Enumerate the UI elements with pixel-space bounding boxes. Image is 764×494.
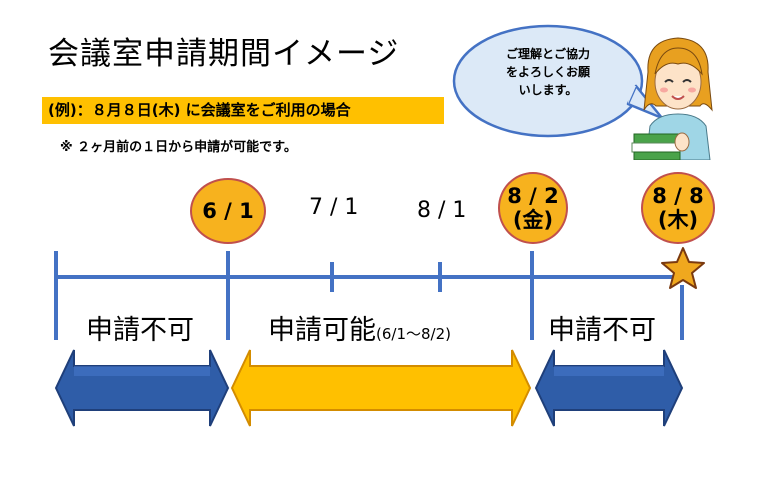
date-circle-8-8: 8 / 8 (木)	[641, 172, 715, 244]
arrow-not-allowed-left	[54, 349, 230, 427]
date-circle-6-1: 6 / 1	[190, 178, 266, 244]
speech-bubble-text: ご理解とご協力 をよろしくお願 いします。	[476, 45, 620, 99]
example-banner: (例)：８月８日(木) に会議室をご利用の場合	[42, 97, 444, 124]
day-label-thu: (木)	[657, 208, 699, 232]
segment-range: (6/1～8/2)	[376, 325, 451, 343]
date-label-6-1: 6 / 1	[202, 199, 254, 223]
star-icon	[661, 247, 705, 289]
speech-line-2: をよろしくお願	[505, 65, 590, 79]
date-label-8-8: 8 / 8	[652, 184, 704, 208]
day-label-fri: (金)	[512, 208, 554, 232]
woman-holding-books-illustration	[631, 37, 713, 160]
arrow-application-allowed	[230, 349, 532, 427]
page-title: 会議室申請期間イメージ	[48, 36, 400, 72]
application-note: ※ ２ヶ月前の１日から申請が可能です。	[60, 140, 297, 155]
segment-label-during-text: 申請可能	[268, 315, 376, 346]
segment-label-before: 申請不可	[86, 315, 194, 346]
date-label-8-2: 8 / 2	[507, 184, 559, 208]
segment-label-after: 申請不可	[548, 315, 656, 346]
date-label-8-1: 8 / 1	[417, 198, 467, 223]
arrow-not-allowed-right	[534, 349, 684, 427]
date-circle-8-2: 8 / 2 (金)	[498, 172, 568, 244]
speech-line-1: ご理解とご協力	[505, 47, 590, 61]
segment-label-during: 申請可能(6/1～8/2)	[268, 308, 451, 347]
speech-line-3: いします。	[518, 83, 578, 97]
date-label-7-1: 7 / 1	[309, 195, 359, 220]
